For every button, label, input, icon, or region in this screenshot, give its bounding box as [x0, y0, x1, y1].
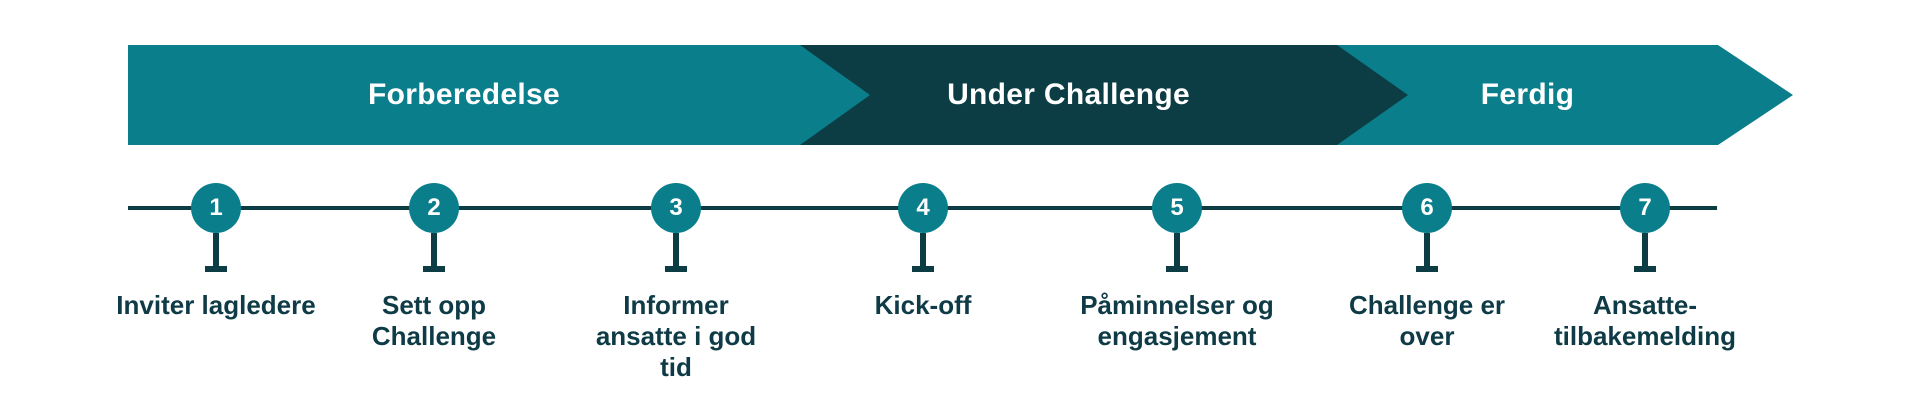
step-2-marker: 2	[409, 183, 459, 233]
step-6-label: Challenge er over	[1348, 290, 1506, 351]
step-2-stem	[431, 233, 437, 266]
step-2-label: Sett opp Challenge	[371, 290, 497, 351]
phase-label-ferdig: Ferdig	[1480, 78, 1575, 111]
step-1-number: 1	[209, 194, 223, 221]
phase-label-forberedelse: Forberedelse	[367, 78, 560, 111]
step-1-marker: 1	[191, 183, 241, 233]
step-1-label: Inviter lagledere	[116, 290, 316, 320]
step-2-number: 2	[427, 194, 441, 221]
phase-band-under-challenge: Under Challenge	[800, 45, 1408, 145]
step-4-marker: 4	[898, 183, 948, 233]
step-4-stem	[920, 233, 926, 266]
step-1-stem-foot	[205, 266, 227, 272]
phase-band-ferdig: Ferdig	[1337, 45, 1793, 145]
step-6-stem	[1424, 233, 1430, 266]
step-6-marker: 6	[1402, 183, 1452, 233]
step-3-stem	[673, 233, 679, 266]
step-3-label: Informer ansatte i god tid	[595, 290, 757, 382]
step-7-label: Ansatte- tilbakemelding	[1553, 290, 1737, 351]
step-1-stem	[213, 233, 219, 266]
step-7-stem-foot	[1634, 266, 1656, 272]
step-5-label: Påminnelser og engasjement	[1080, 290, 1274, 351]
phase-band-forberedelse: Forberedelse	[128, 45, 870, 145]
phase-label-under-challenge: Under Challenge	[947, 78, 1190, 111]
step-4-stem-foot	[912, 266, 934, 272]
step-4-label: Kick-off	[874, 290, 972, 320]
step-7-number: 7	[1638, 194, 1652, 221]
step-5-stem-foot	[1166, 266, 1188, 272]
step-5-marker: 5	[1152, 183, 1202, 233]
step-6-number: 6	[1420, 194, 1434, 221]
step-2-stem-foot	[423, 266, 445, 272]
step-7-stem	[1642, 233, 1648, 266]
step-5-number: 5	[1170, 194, 1184, 221]
step-3-stem-foot	[665, 266, 687, 272]
step-3-number: 3	[669, 194, 683, 221]
step-5-stem	[1174, 233, 1180, 266]
step-4-number: 4	[916, 194, 930, 221]
step-7-marker: 7	[1620, 183, 1670, 233]
step-6-stem-foot	[1416, 266, 1438, 272]
step-3-marker: 3	[651, 183, 701, 233]
